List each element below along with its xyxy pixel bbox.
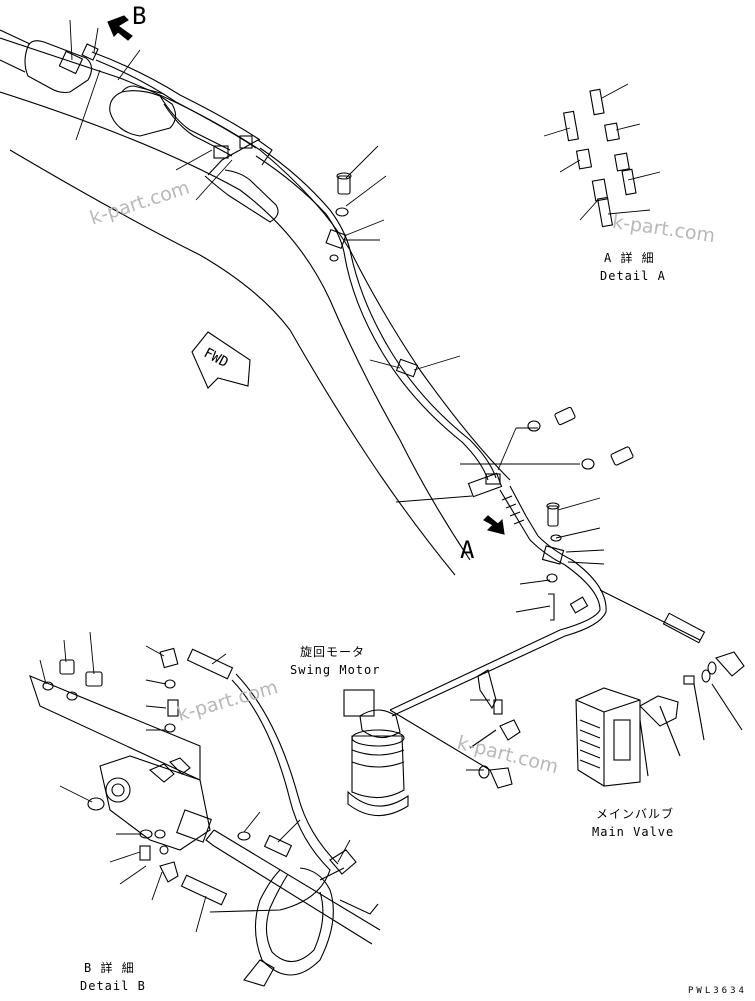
detail-b-title-jp: B 詳 細 [84,961,135,975]
pipe-to-main-valve [599,589,745,677]
bolt-group-boom [329,172,352,262]
leader-lines [69,19,661,613]
view-b-label: B [132,2,147,30]
view-arrows [107,15,505,535]
detail-b-title-en: Detail B [80,979,146,993]
detail-b-leaders [39,631,351,933]
view-a-label: A [460,536,475,564]
main-valve [575,669,743,787]
boom-cylinder [0,29,177,137]
swing-motor-fittings [389,669,521,789]
bolts-right [527,406,634,542]
swing-frame [205,673,381,987]
main-valve-label-jp: メインバルブ [596,807,675,821]
detail-a-fittings [563,88,637,228]
hose-a [389,485,607,717]
detail-a-title-en: Detail A [600,269,666,283]
swing-motor-label-jp: 旋回モータ [300,645,366,659]
swing-motor-label-en: Swing Motor [290,663,381,677]
main-valve-label-en: Main Valve [592,825,675,839]
detail-a-title-jp: A 詳 細 [604,251,655,265]
detail-b-assembly [29,647,293,906]
boom-outline [0,37,511,576]
swing-motor [343,689,409,817]
drawing-code: PWL3634 [688,986,747,996]
upper-pipes [91,51,503,498]
fwd-arrow-shape [191,331,251,389]
